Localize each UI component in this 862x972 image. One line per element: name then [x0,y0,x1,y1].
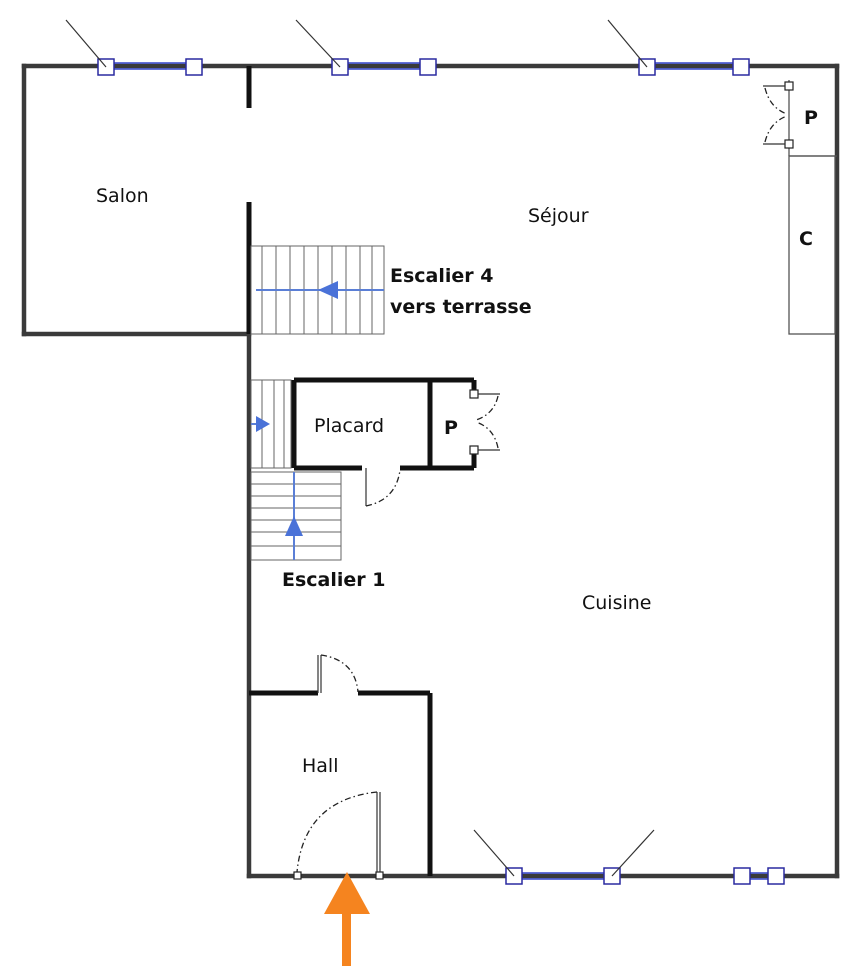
window-top-1 [65,19,203,76]
room-label-salon: Salon [96,185,149,207]
window-top-3 [607,19,750,76]
stair-1-right-arrow-icon [256,416,270,432]
stair-4-arrow-icon [318,281,338,299]
stair-4-label-line1: Escalier 4 [390,265,494,287]
stair-4-label-line2: vers terrasse [390,296,532,318]
stair-1-up-arrow-icon [285,516,303,536]
stair-1-label: Escalier 1 [282,569,386,591]
room-label-c: C [799,228,813,250]
room-label-p-top: P [804,107,818,129]
closet-c-box [788,155,836,335]
room-label-placard: Placard [314,415,384,437]
stair-4 [250,245,385,335]
stair-1-lower [250,471,342,561]
room-label-hall: Hall [302,755,339,777]
room-label-p-mid: P [444,417,458,439]
room-label-sejour: Séjour [528,205,589,227]
window-top-2 [295,19,437,76]
window-bottom-2 [733,867,785,885]
placard-block [291,377,500,507]
stair-1-upper [250,379,292,469]
right-closets [763,80,837,335]
hall-walls [249,654,433,880]
room-label-cuisine: Cuisine [582,592,652,614]
entrance-arrow-icon [324,872,370,966]
window-bottom-1 [473,829,655,885]
